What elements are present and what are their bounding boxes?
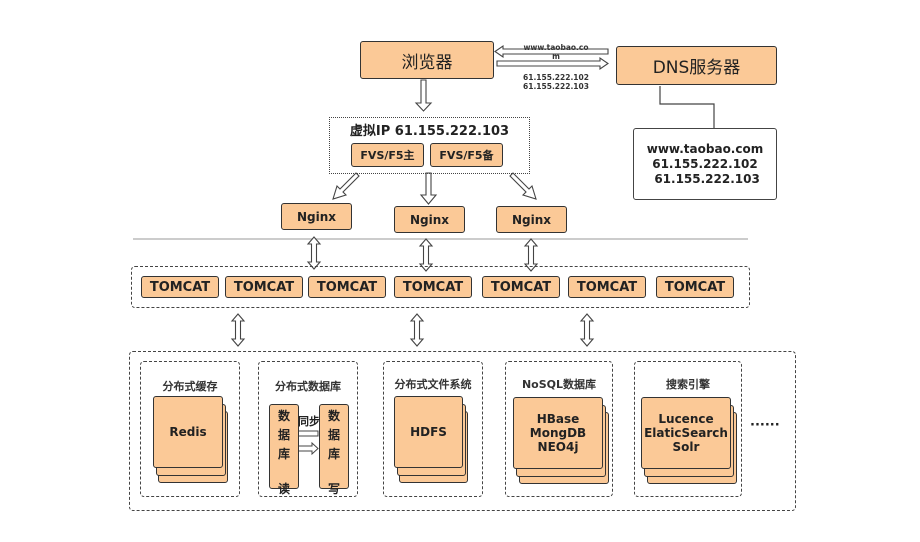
filesystem-group: [383, 361, 483, 497]
vip-to-nginx-3-arrow: [509, 172, 537, 200]
nosql-title: NoSQL数据库: [521, 378, 597, 391]
tomcat-node-5: TOMCAT: [482, 276, 560, 298]
hdfs-label: HDFS: [410, 425, 447, 439]
virtual-ip-title: 虚拟IP 61.155.222.103: [349, 124, 510, 139]
sync-label: 同步: [298, 415, 320, 428]
browser-label: 浏览器: [401, 52, 453, 73]
lb-primary-node: FVS/F5主: [351, 143, 424, 167]
filesystem-title: 分布式文件系统: [394, 378, 472, 391]
lb-backup-node: FVS/F5备: [430, 143, 503, 167]
nginx-node-3: Nginx: [496, 206, 567, 233]
vip-to-nginx-2-arrow: [419, 172, 438, 205]
tomcat-node-3: TOMCAT: [308, 276, 386, 298]
redis-label: Redis: [169, 425, 207, 439]
search-item-solr: Solr: [672, 440, 700, 454]
dns-response-arrow: [496, 56, 609, 71]
vip-to-nginx-1-arrow: [332, 172, 360, 200]
dns-record-connector: [659, 86, 715, 128]
virtual-ip-group: [329, 117, 530, 174]
nosql-item-mongodb: MongDB: [529, 426, 587, 440]
dns-request-label: www.taobao.co m: [523, 43, 589, 61]
dns-record-box: www.taobao.com 61.155.222.102 61.155.222…: [633, 128, 777, 200]
database-title: 分布式数据库: [275, 380, 341, 393]
dns-server-label: DNS服务器: [652, 58, 741, 78]
nosql-item-neo4j: NEO4j: [537, 440, 579, 454]
tomcat-node-4: TOMCAT: [394, 276, 472, 298]
write-db-node: 数 据 库 写: [319, 404, 349, 496]
more-ellipsis: ······: [750, 418, 780, 433]
cache-group: [140, 361, 240, 497]
database-group: [258, 361, 358, 497]
tomcat-node-6: TOMCAT: [568, 276, 646, 298]
read-db-node: 数 据 库 读: [269, 404, 299, 496]
dns-response-label: 61.155.222.102 61.155.222.103: [523, 73, 589, 91]
dns-server-node: DNS服务器: [616, 46, 777, 85]
services-group: [129, 351, 796, 511]
cache-title: 分布式缓存: [162, 380, 218, 393]
tomcat-node-1: TOMCAT: [141, 276, 219, 298]
dns-request-arrow: [494, 44, 609, 59]
search-item-lucene: Lucence: [658, 412, 714, 426]
nosql-group: [505, 361, 613, 497]
tomcat-node-2: TOMCAT: [225, 276, 303, 298]
nginx-node-2: Nginx: [394, 206, 465, 233]
browser-node: 浏览器: [360, 41, 494, 79]
search-group: [634, 361, 742, 497]
nosql-item-hbase: HBase: [536, 412, 580, 426]
tomcat-node-7: TOMCAT: [656, 276, 734, 298]
search-item-elasticsearch: ElaticSearch: [644, 426, 728, 440]
tomcat-cluster: [131, 266, 750, 308]
nginx-node-1: Nginx: [281, 203, 352, 230]
search-title: 搜索引擎: [666, 378, 710, 391]
browser-to-vip-arrow: [414, 79, 433, 112]
